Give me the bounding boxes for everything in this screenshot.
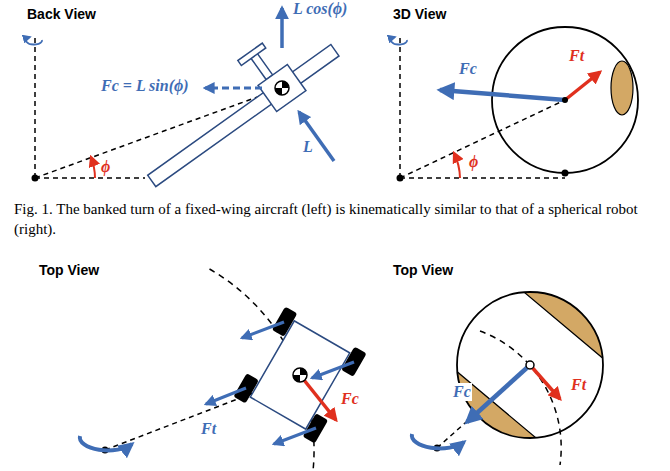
- car-top-view: [80, 269, 367, 471]
- sphere-top-view: [412, 257, 639, 471]
- force-label: Fc: [340, 390, 360, 408]
- force-label: Ft: [570, 376, 587, 394]
- view-title: Top View: [392, 262, 454, 278]
- angle-label: ϕ: [100, 158, 111, 176]
- force-label: Ft: [200, 420, 217, 438]
- force-label: Fc: [452, 383, 472, 401]
- force-label: Ft: [568, 47, 585, 65]
- force-label: L: [302, 138, 314, 156]
- view-title: Back View: [26, 6, 97, 22]
- 3d-view: [391, 27, 638, 182]
- view-title: 3D View: [392, 6, 447, 22]
- force-label: Fc: [458, 60, 478, 78]
- view-title: Top View: [38, 262, 100, 278]
- angle-label: ϕ: [468, 153, 479, 171]
- force-label: L cos(ϕ): [292, 0, 348, 18]
- back-view: [26, 8, 344, 194]
- figure-caption: Fig. 1. The banked turn of a fixed-wing …: [14, 200, 654, 239]
- force-label: Fc = L sin(ϕ): [100, 77, 190, 95]
